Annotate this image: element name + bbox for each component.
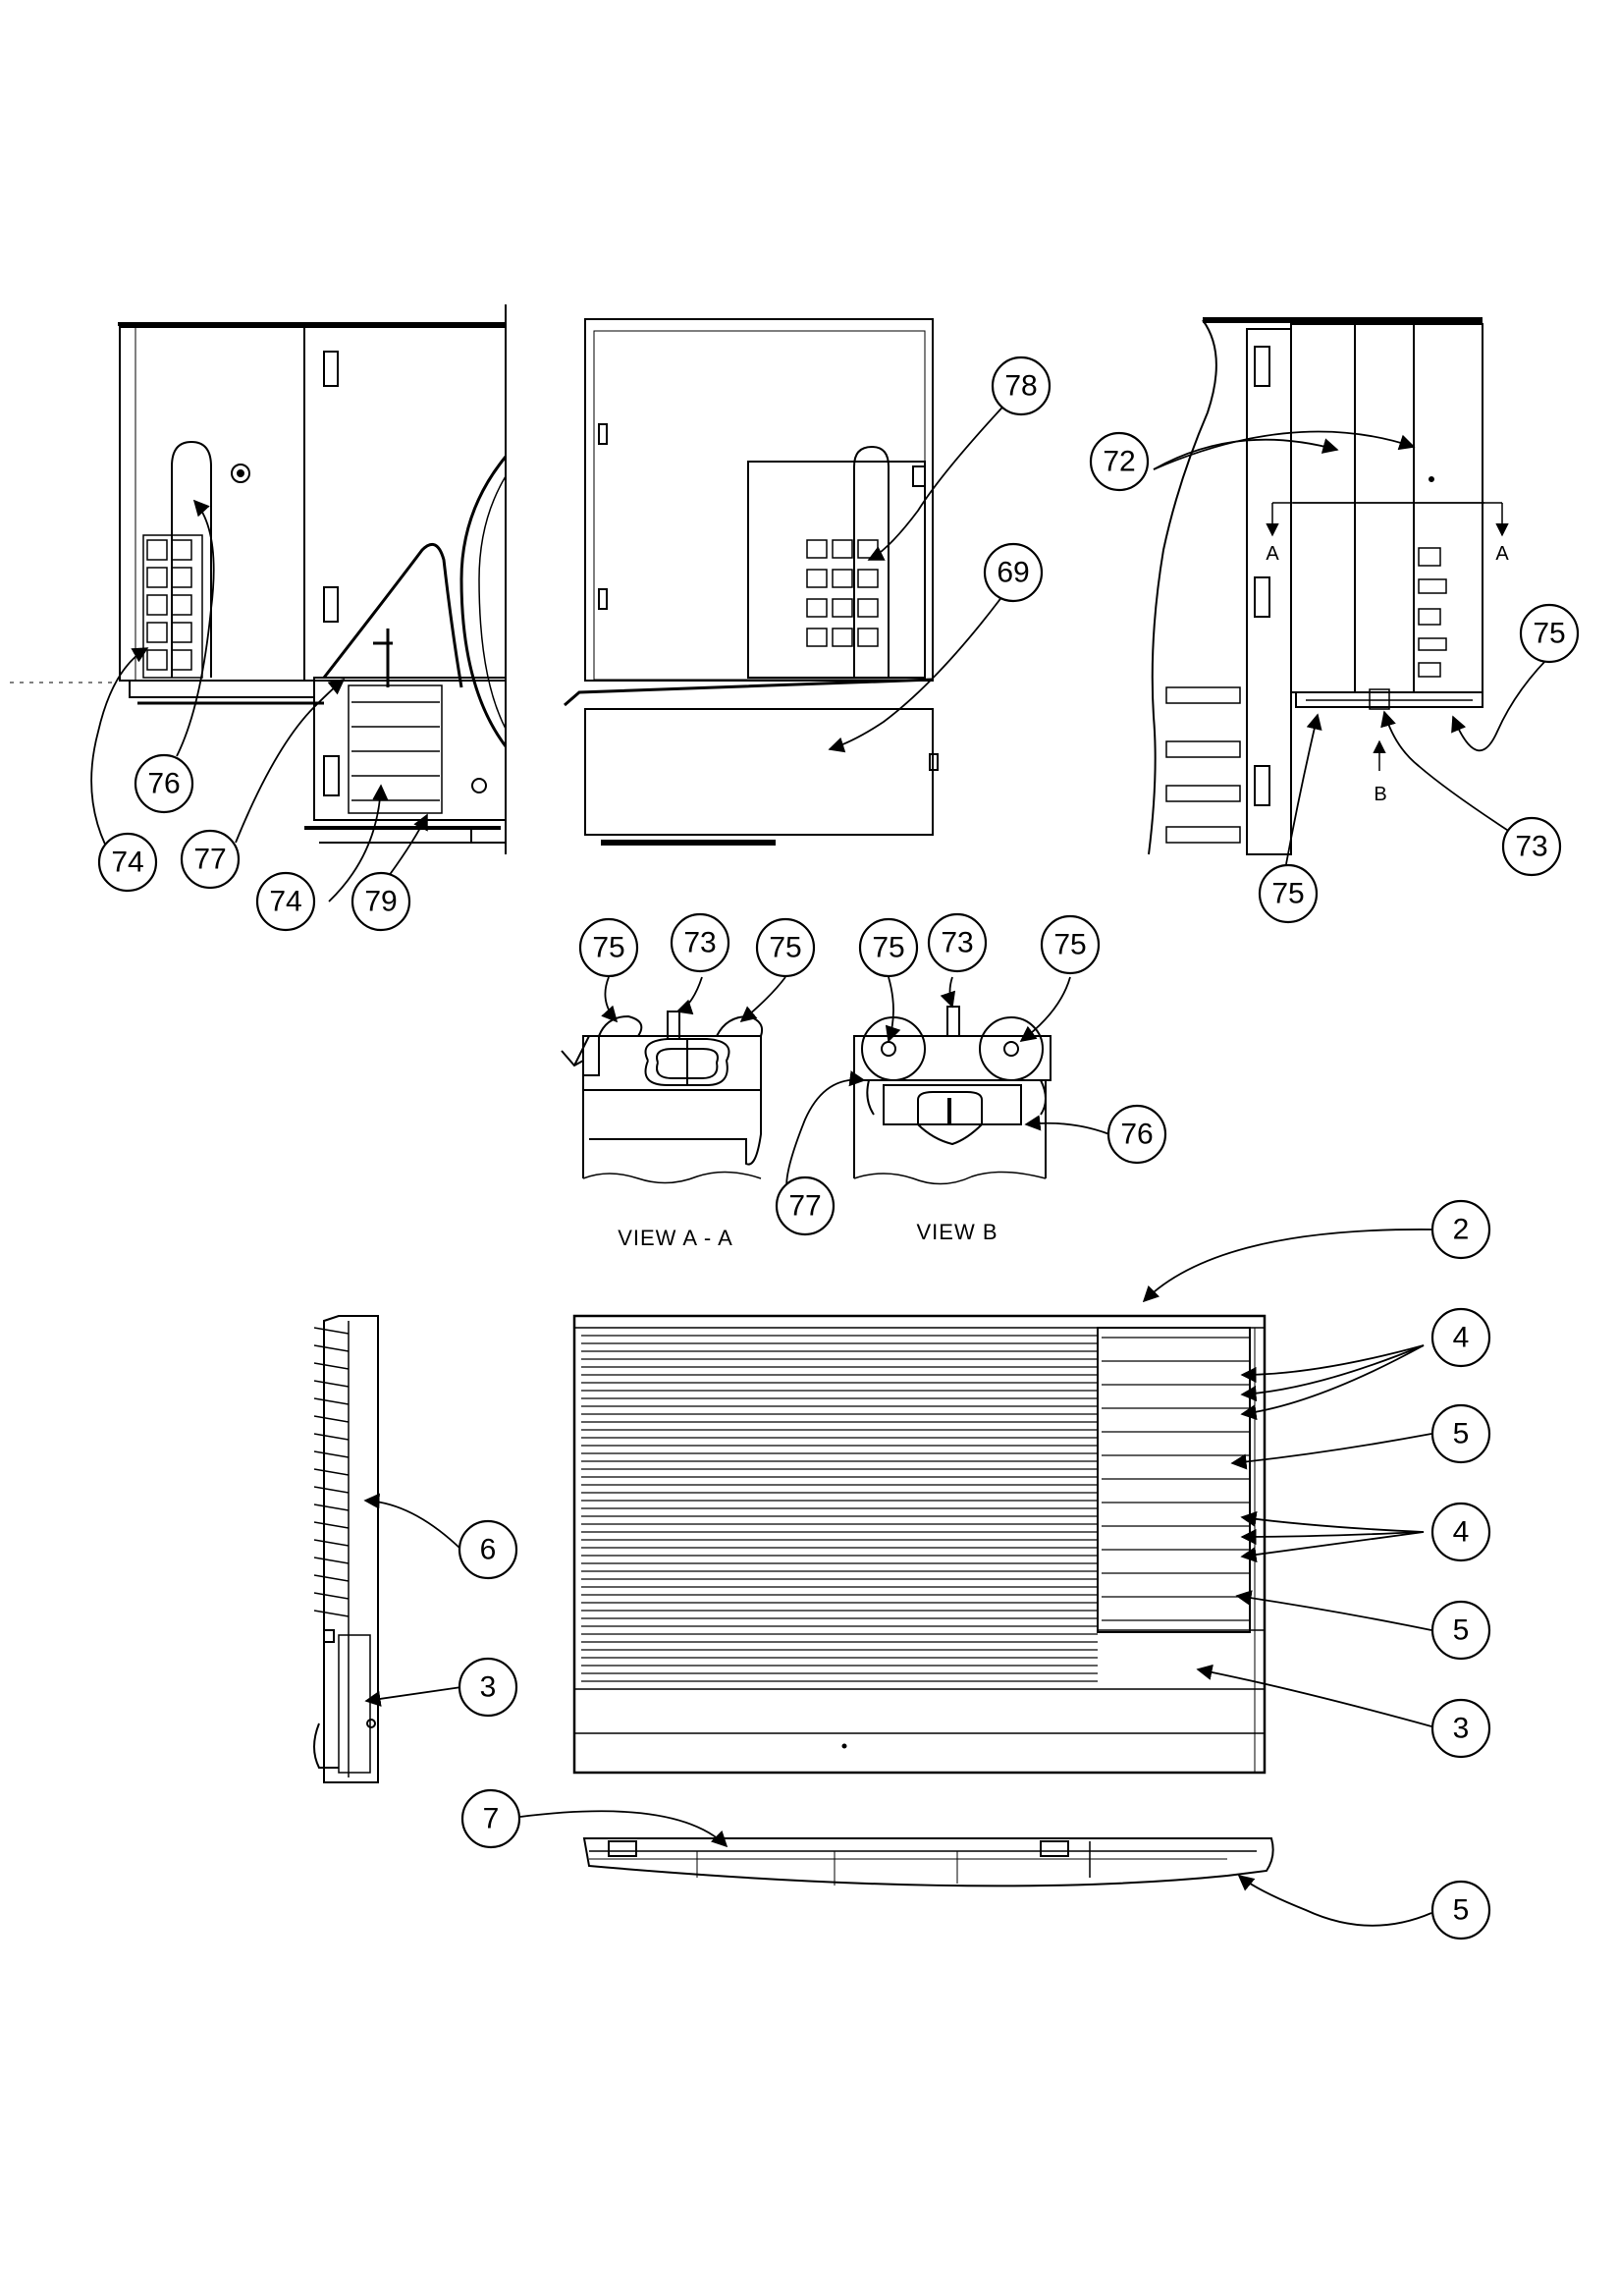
view-b-label: VIEW B: [916, 1220, 998, 1244]
side-vanes: [1102, 1338, 1249, 1620]
line-segment: [314, 1381, 349, 1387]
callout-75c: 75: [592, 932, 624, 964]
callout-73c: 73: [941, 927, 973, 959]
callout-79: 79: [364, 886, 397, 918]
line-segment: [314, 1416, 349, 1422]
callout-76b: 76: [1120, 1119, 1153, 1151]
line-segment: [314, 1451, 349, 1457]
callout-6: 6: [480, 1534, 497, 1566]
callout-75f: 75: [1053, 929, 1086, 961]
callout-3a: 3: [480, 1671, 497, 1704]
view-b-drawing: [854, 1007, 1051, 1184]
callout-76a: 76: [147, 768, 180, 800]
callout-72: 72: [1103, 446, 1135, 478]
line-segment: [314, 1398, 349, 1404]
grille-louvers: [581, 1336, 1098, 1681]
line-segment: [314, 1540, 349, 1546]
top-left-view: [10, 304, 506, 854]
callout-75b: 75: [1271, 878, 1304, 910]
callout-3b: 3: [1453, 1713, 1470, 1745]
callout-74a: 74: [111, 847, 143, 879]
section-mark-a-left: A: [1266, 543, 1279, 565]
callout-4b: 4: [1453, 1516, 1470, 1549]
section-mark-a-right: A: [1495, 543, 1509, 565]
line-segment: [314, 1363, 349, 1369]
line-segment: [314, 1593, 349, 1599]
callout-numbers: 74 76 77 74 79 78 69 72 75 75 73 75 73 7…: [111, 370, 1565, 1927]
callout-circles: [97, 355, 1580, 1941]
top-right-view: [1149, 320, 1509, 854]
callout-73b: 73: [683, 927, 716, 959]
side-profile-drawing: [314, 1316, 378, 1782]
callout-2: 2: [1453, 1214, 1470, 1246]
callout-73a: 73: [1515, 831, 1547, 863]
line-segment: [314, 1345, 349, 1351]
leader-lines: [91, 398, 1556, 1926]
callout-7: 7: [483, 1803, 500, 1835]
line-segment: [314, 1611, 349, 1616]
callout-78: 78: [1004, 370, 1037, 403]
line-segment: [314, 1328, 349, 1334]
front-grille-drawing: [574, 1316, 1265, 1773]
line-segment: [314, 1469, 349, 1475]
callout-75d: 75: [769, 932, 801, 964]
line-segment: [314, 1504, 349, 1510]
callout-5a: 5: [1453, 1418, 1470, 1450]
callout-5c: 5: [1453, 1894, 1470, 1927]
line-segment: [314, 1487, 349, 1493]
callout-4a: 4: [1453, 1322, 1470, 1354]
bottom-profile-drawing: [584, 1838, 1273, 1886]
line-segment: [314, 1434, 349, 1440]
view-aa-label: VIEW A - A: [618, 1226, 733, 1250]
callout-75e: 75: [872, 932, 904, 964]
callout-5b: 5: [1453, 1614, 1470, 1647]
callout-74b: 74: [269, 886, 301, 918]
callout-75a: 75: [1533, 618, 1565, 650]
section-mark-b: B: [1374, 784, 1386, 805]
line-segment: [314, 1522, 349, 1528]
line-segment: [314, 1575, 349, 1581]
callout-77a: 77: [193, 844, 226, 876]
callout-69: 69: [997, 557, 1029, 589]
view-aa-drawing: [562, 1011, 762, 1183]
side-fins: [314, 1328, 349, 1616]
top-center-view: [565, 319, 938, 843]
line-segment: [314, 1558, 349, 1563]
callout-77b: 77: [788, 1190, 821, 1223]
